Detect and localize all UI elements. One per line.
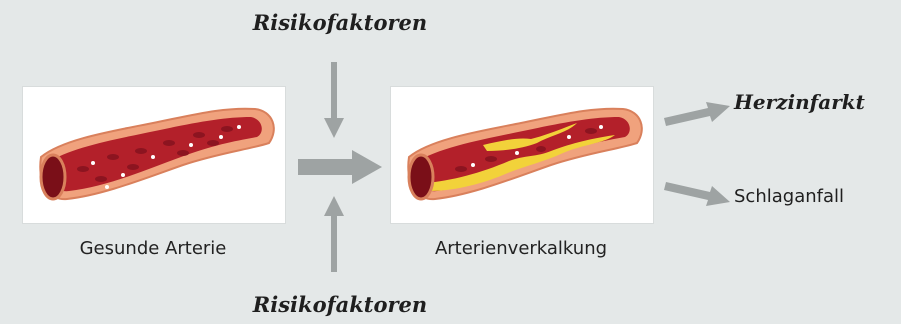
healthy-artery-caption: Gesunde Arterie bbox=[22, 238, 284, 259]
arrow-up-icon bbox=[322, 196, 346, 272]
arrow-outcome-lower-icon bbox=[664, 178, 730, 212]
healthy-artery-image bbox=[23, 87, 285, 223]
healthy-artery-panel bbox=[22, 86, 286, 224]
outcome-heart-attack: Herzinfarkt bbox=[734, 90, 865, 114]
calcified-artery-panel bbox=[390, 86, 654, 224]
calcified-artery-image bbox=[391, 87, 653, 223]
calcified-artery-caption: Arterienverkalkung bbox=[390, 238, 652, 259]
arrow-down-icon bbox=[322, 62, 346, 140]
arrow-right-icon bbox=[298, 148, 382, 186]
outcome-stroke: Schlaganfall bbox=[734, 186, 844, 207]
risk-factors-bottom-label: Risikofaktoren bbox=[220, 292, 460, 317]
arrow-outcome-upper-icon bbox=[664, 96, 730, 130]
risk-factors-top-label: Risikofaktoren bbox=[220, 10, 460, 35]
